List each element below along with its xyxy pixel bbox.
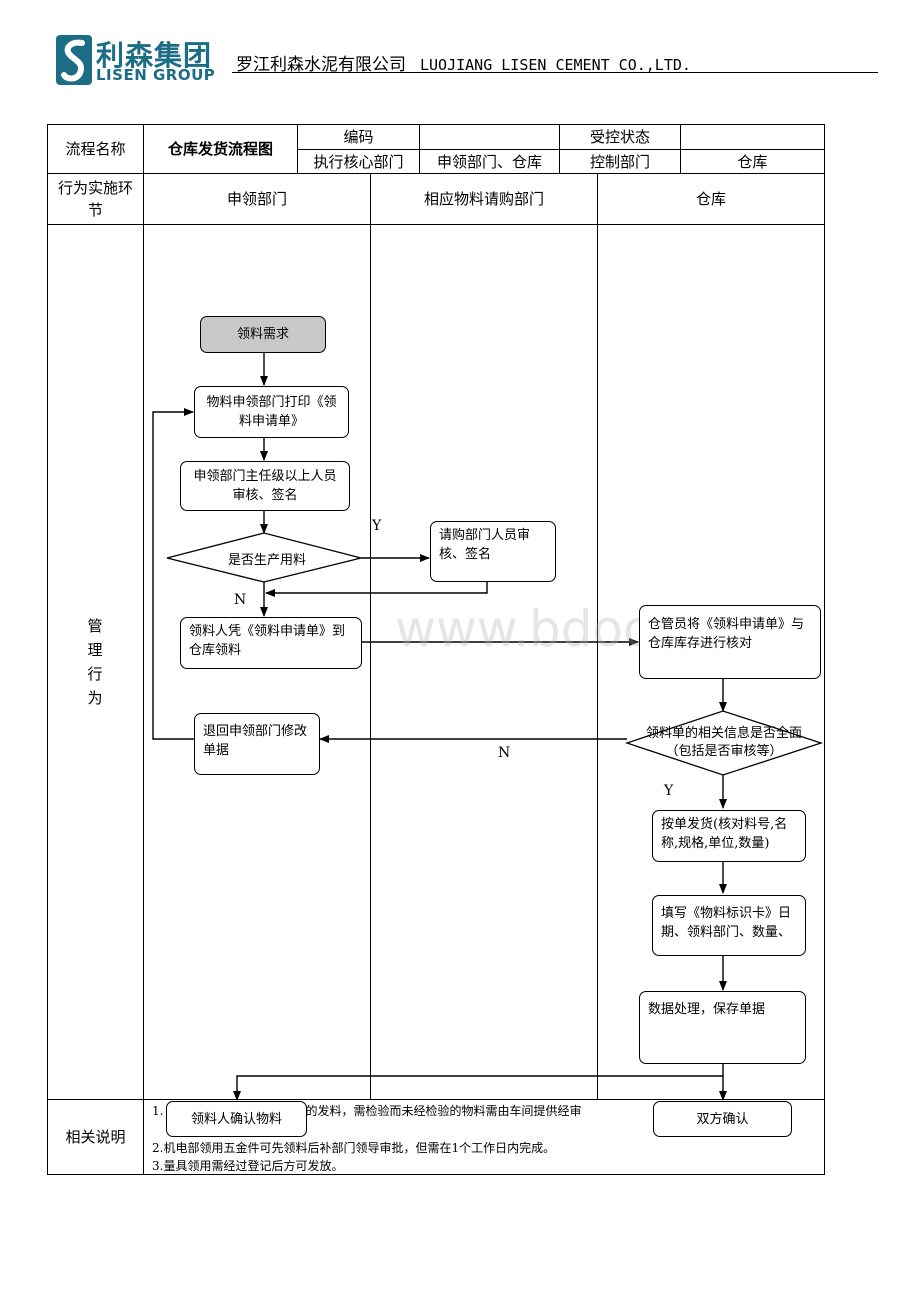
control-status-value	[681, 125, 824, 149]
notes-label: 相关说明	[65, 1128, 126, 1146]
note-line-2: 2.机电部领用五金件可先领料后补部门领导审批，但需在1个工作日内完成。	[152, 1141, 556, 1155]
decision2-yes-label: Y	[664, 783, 674, 799]
company-name-en: LUOJIANG LISEN CEMENT CO.,LTD.	[420, 56, 691, 74]
production-decision-text: 是否生产用料	[228, 553, 307, 568]
header-rule	[232, 72, 878, 73]
control-status-label: 受控状态	[589, 128, 650, 146]
exec-dept-label: 执行核心部门	[313, 152, 404, 171]
stock-check-box: 仓管员将《领料申请单》与仓库库存进行核对	[639, 605, 821, 679]
info-complete-decision-diamond	[624, 710, 824, 776]
note-line-3: 3.量具领用需经过登记后方可发放。	[152, 1159, 344, 1173]
code-label: 编码	[343, 128, 374, 146]
control-dept-label: 控制部门	[589, 152, 650, 171]
take-material-box: 领料人凭《领料申请单》到仓库领料	[180, 617, 362, 669]
mgmt-label: 管理行为	[87, 617, 103, 707]
both-confirm-box: 双方确认	[653, 1101, 792, 1137]
stage-label: 行为实施环节	[58, 179, 134, 219]
return-form-box: 退回申领部门修改单据	[194, 713, 320, 775]
company-name-cn: 罗江利森水泥有限公司	[236, 55, 406, 75]
decision2-no-label: N	[498, 745, 511, 761]
code-value	[420, 125, 559, 149]
start-box: 领料需求	[200, 316, 326, 353]
logo-text-en: LISEN GROUP	[96, 66, 216, 84]
note-line-1-text: 料的发料，需检验而未经检验的物料需由车间提供经审	[293, 1104, 582, 1118]
decision-no-label: N	[234, 592, 247, 608]
picker-confirm-box: 领料人确认物料	[166, 1101, 307, 1137]
data-processing-box: 数据处理，保存单据	[639, 991, 806, 1064]
note-line-1-start: 1.	[152, 1104, 164, 1118]
fill-card-box: 填写《物料标识卡》日期、领料部门、数量、	[652, 895, 806, 956]
flow-name-label: 流程名称	[65, 140, 126, 158]
supervisor-approve-box: 申领部门主任级以上人员审核、签名	[180, 461, 350, 511]
purchase-sign-box: 请购部门人员审核、签名	[430, 521, 556, 582]
lisen-logo-icon	[56, 35, 92, 85]
issue-goods-box: 按单发货(核对料号,名称,规格,单位,数量)	[652, 810, 806, 862]
print-form-box: 物料申领部门打印《领料申请单》	[194, 386, 349, 438]
lane-applicant: 申领部门	[226, 190, 287, 208]
control-dept-value: 仓库	[737, 152, 768, 171]
decision-yes-label: Y	[372, 518, 382, 534]
lane-purchasing: 相应物料请购部门	[423, 190, 544, 208]
lane-warehouse: 仓库	[695, 190, 726, 208]
company-name: 罗江利森水泥有限公司 LUOJIANG LISEN CEMENT CO.,LTD.	[236, 50, 691, 75]
exec-dept-value: 申领部门、仓库	[436, 152, 542, 171]
production-decision-diamond	[166, 532, 362, 583]
logo-text-cn: 利森集团	[96, 39, 213, 72]
info-complete-decision-text: 领料单的相关信息是否全面（包括是否审核等）	[645, 726, 802, 759]
flow-name: 仓库发货流程图	[167, 140, 273, 158]
